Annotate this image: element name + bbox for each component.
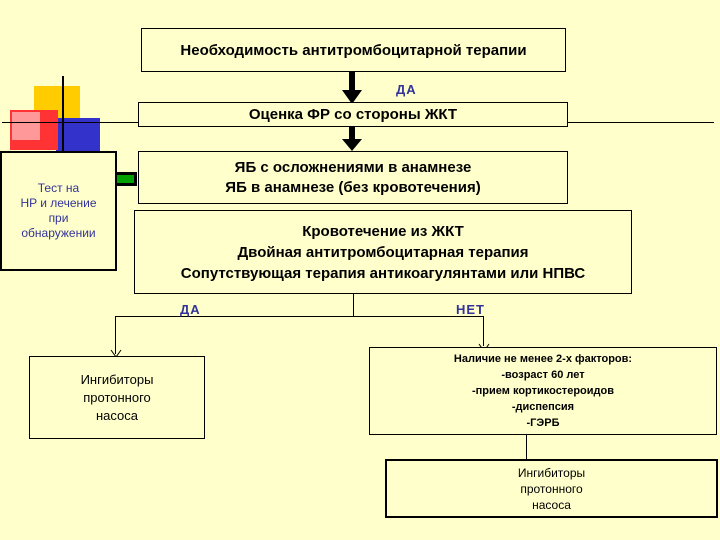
connector-left-drop	[115, 316, 116, 354]
ppi-left-box: Ингибиторы протонного насоса	[29, 356, 205, 439]
down-arrow-1	[342, 72, 362, 104]
yes-label: ДА	[180, 302, 201, 317]
hp-line-1: Тест на	[37, 181, 80, 195]
gi-risk-assessment-box: Оценка ФР со стороны ЖКТ	[138, 102, 568, 127]
ulcer-history-box: ЯБ с осложнениями в анамнезе ЯБ в анамне…	[138, 151, 568, 204]
ppi-bottom-line-3: насоса	[532, 497, 571, 512]
factors-item-4: -ГЭРБ	[526, 417, 560, 429]
hp-line-4: обнаружении	[21, 226, 96, 240]
ppi-left-line-2: протонного	[83, 389, 151, 405]
bleeding-box: Кровотечение из ЖКТ Двойная антитромбоци…	[134, 210, 632, 294]
ppi-left-line-3: насоса	[95, 407, 138, 423]
down-arrow-2	[342, 127, 362, 151]
connector-stem	[353, 294, 354, 316]
risk-factors-box: Наличие не менее 2-х факторов: -возраст …	[369, 347, 717, 435]
hp-line-2: HP и лечение	[20, 196, 97, 210]
hp-line-3: при	[48, 211, 69, 225]
connector-bottom	[526, 435, 527, 459]
factors-item-1: -возраст 60 лет	[501, 369, 585, 381]
yes-top-label: ДА	[396, 82, 417, 97]
factors-title: Наличие не менее 2-х факторов:	[453, 353, 633, 365]
ppi-bottom-line-1: Ингибиторы	[517, 465, 586, 480]
ulcer-line-2: ЯБ в анамнезе (без кровотечения)	[225, 178, 481, 196]
bleeding-line-2: Двойная антитромбоцитарная терапия	[237, 243, 529, 261]
hp-test-box: Тест на HP и лечение при обнаружении	[0, 151, 117, 271]
bleeding-line-1: Кровотечение из ЖКТ	[302, 222, 464, 240]
no-label: НЕТ	[456, 302, 485, 317]
ppi-bottom-line-2: протонного	[520, 481, 583, 496]
need-antiplatelet-box: Необходимость антитромбоцитарной терапии	[141, 28, 566, 72]
connector-right-drop	[483, 316, 484, 346]
gi-risk-assessment-text: Оценка ФР со стороны ЖКТ	[248, 106, 458, 123]
bleeding-line-3: Сопутствующая терапия антикоагулянтами и…	[180, 264, 586, 282]
deco-pink-square	[12, 112, 40, 140]
ulcer-line-1: ЯБ с осложнениями в анамнезе	[234, 158, 472, 176]
need-antiplatelet-text: Необходимость антитромбоцитарной терапии	[180, 41, 527, 59]
ppi-bottom-box: Ингибиторы протонного насоса	[385, 459, 718, 518]
ppi-left-line-1: Ингибиторы	[80, 371, 154, 387]
connector-horizontal	[115, 316, 484, 317]
factors-item-2: -прием кортикостероидов	[472, 385, 614, 397]
factors-item-3: -диспепсия	[511, 401, 575, 413]
